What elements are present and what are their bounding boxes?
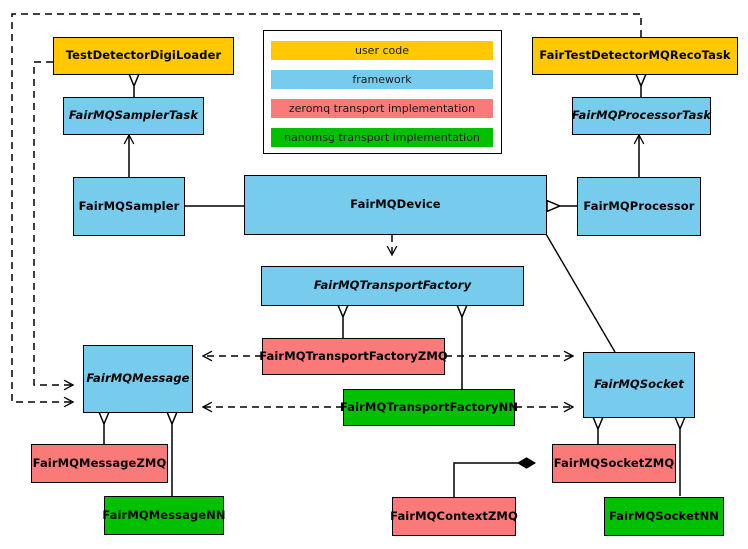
legend-item-user-code: user code (271, 41, 493, 60)
class-label: FairMQProcessorTask (571, 108, 712, 123)
legend-label: user code (354, 44, 410, 57)
class-box-fairmq-socket[interactable]: FairMQSocket (583, 352, 695, 418)
class-box-fairmq-device[interactable]: FairMQDevice (244, 175, 547, 235)
class-box-fairmq-processor-task[interactable]: FairMQProcessorTask (572, 97, 711, 135)
class-label: FairMQDevice (350, 197, 441, 212)
legend-label: zeromq transport implementation (288, 102, 476, 115)
class-box-fair-test-detector-mq-reco-task[interactable]: FairTestDetectorMQRecoTask (532, 37, 738, 75)
legend-item-zeromq: zeromq transport implementation (271, 99, 493, 118)
class-box-fairmq-transport-factory-nn[interactable]: FairMQTransportFactoryNN (339, 389, 519, 426)
class-label: FairMQSocketNN (608, 508, 720, 523)
class-box-fairmq-context-zmq[interactable]: FairMQContextZMQ (390, 497, 518, 536)
legend: user code framework zeromq transport imp… (263, 30, 502, 154)
class-label: FairMQSocketZMQ (553, 455, 675, 470)
class-box-fairmq-message[interactable]: FairMQMessage (83, 345, 193, 413)
class-box-fairmq-message-nn[interactable]: FairMQMessageNN (102, 496, 226, 535)
class-label: FairMQMessageNN (102, 507, 226, 522)
class-label: FairMQTransportFactoryZMQ (259, 348, 448, 363)
class-box-fairmq-processor[interactable]: FairMQProcessor (577, 177, 701, 236)
class-label: FairMQMessageZMQ (32, 455, 167, 470)
class-box-fairmq-transport-factory-zmq[interactable]: FairMQTransportFactoryZMQ (259, 338, 448, 375)
legend-item-nanomsg: nanomsg transport implementation (271, 128, 493, 147)
class-label: FairMQContextZMQ (390, 508, 518, 523)
class-label: TestDetectorDigiLoader (65, 48, 222, 63)
class-box-fairmq-socket-zmq[interactable]: FairMQSocketZMQ (552, 444, 676, 483)
edge-device-to-socket (545, 233, 616, 353)
class-label: FairMQMessage (86, 371, 190, 386)
class-label: FairTestDetectorMQRecoTask (539, 48, 731, 63)
class-box-fairmq-sampler-task[interactable]: FairMQSamplerTask (63, 97, 204, 135)
edge-contextzmq-to-socketzmq (453, 463, 535, 497)
class-label: FairMQTransportFactoryNN (339, 399, 519, 414)
class-box-fairmq-transport-factory[interactable]: FairMQTransportFactory (261, 266, 524, 306)
class-label: FairMQTransportFactory (313, 278, 472, 293)
class-label: FairMQProcessor (583, 198, 695, 213)
class-box-fairmq-sampler[interactable]: FairMQSampler (73, 177, 185, 236)
class-label: FairMQSocket (594, 377, 684, 392)
class-label: FairMQSampler (78, 198, 180, 213)
legend-label: nanomsg transport implementation (284, 131, 480, 144)
class-label: FairMQSamplerTask (68, 108, 199, 123)
class-box-fairmq-socket-nn[interactable]: FairMQSocketNN (604, 497, 724, 536)
legend-item-framework: framework (271, 70, 493, 89)
class-box-fairmq-message-zmq[interactable]: FairMQMessageZMQ (31, 444, 168, 483)
class-box-test-detector-digi-loader[interactable]: TestDetectorDigiLoader (53, 37, 234, 75)
legend-label: framework (352, 73, 412, 86)
